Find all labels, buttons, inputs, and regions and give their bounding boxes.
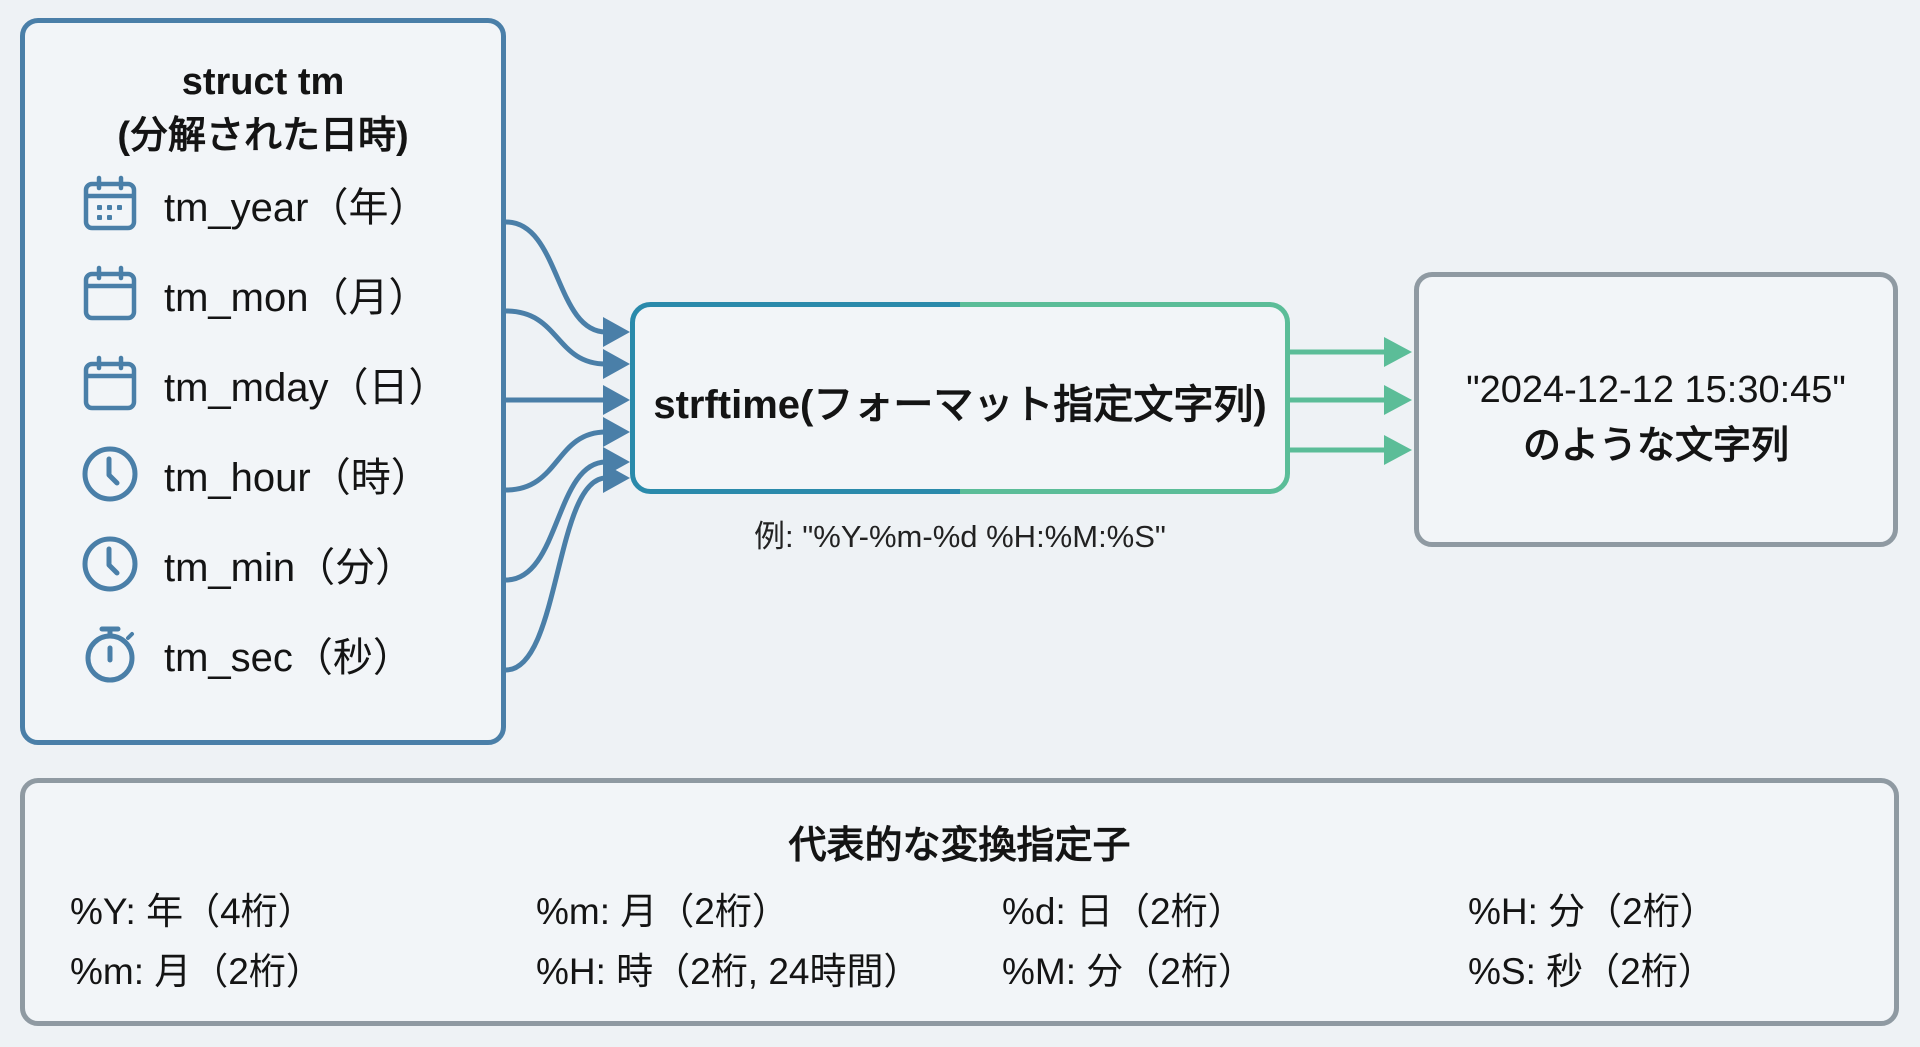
specifier-title: 代表的な変換指定子 [788, 825, 1131, 867]
struct-field: tm_sec（秒） [80, 624, 413, 684]
arrowhead-icon [603, 417, 630, 447]
struct-field-label: tm_min（分） [164, 546, 416, 590]
specifier-item: %m: 月（2桁） [536, 891, 789, 932]
struct-field-label: tm_mon（月） [164, 276, 429, 320]
struct-title-line2: (分解された日時) [117, 115, 409, 157]
input-connector [505, 475, 607, 673]
struct-field: tm_min（分） [80, 534, 415, 594]
struct-field-label: tm_mday（日） [164, 366, 449, 410]
arrowhead-icon [603, 385, 630, 415]
specifier-item: %m: 月（2桁） [70, 951, 323, 992]
input-connector [505, 219, 607, 335]
struct-tm-box: struct tm (分解された日時) tm_year（年） tm_mon（月）t… [20, 18, 506, 745]
struct-field-label: tm_sec（秒） [164, 636, 413, 680]
struct-title: struct tm (分解された日時) [25, 55, 501, 163]
calendar-grid-icon [80, 174, 140, 234]
clock-icon [80, 534, 140, 594]
result-caption: のような文字列 [1522, 425, 1789, 467]
struct-field: tm_mday（日） [80, 354, 449, 414]
arrowhead-icon [603, 317, 630, 347]
strftime-box [630, 302, 1290, 494]
arrowhead-icon [603, 349, 630, 379]
specifier-item: %M: 分（2桁） [1002, 951, 1255, 992]
struct-title-line1: struct tm [181, 61, 345, 103]
specifier-item: %H: 分（2桁） [1468, 891, 1717, 932]
result-example-string: "2024-12-12 15:30:45" [1466, 369, 1846, 411]
specifier-panel: 代表的な変換指定子 %Y: 年（4桁） %m: 月（2桁） %d: 日（2桁） %H:… [20, 778, 1899, 1026]
clock-icon [80, 444, 140, 504]
struct-field: tm_hour（時） [80, 444, 431, 504]
calendar-icon [80, 264, 140, 324]
specifier-item: %S: 秒（2桁） [1468, 951, 1715, 992]
specifier-item: %d: 日（2桁） [1002, 891, 1245, 932]
arrowhead-icon [1384, 435, 1412, 465]
format-example: 例: "%Y-%m-%d %H:%M:%S" [754, 519, 1166, 554]
stopwatch-icon [80, 624, 140, 684]
specifier-item: %H: 時（2桁, 24時間） [536, 951, 921, 992]
strftime-label: strftime(フォーマット指定文字列) [653, 383, 1267, 427]
struct-field-label: tm_year（年） [164, 186, 429, 230]
input-connector [505, 308, 607, 367]
struct-field-label: tm_hour（時） [164, 456, 431, 500]
arrowhead-icon [603, 447, 630, 477]
input-connector [505, 429, 607, 493]
input-connector [505, 459, 607, 583]
specifier-item: %Y: 年（4桁） [70, 891, 315, 932]
result-string-box: "2024-12-12 15:30:45" のような文字列 [1414, 272, 1898, 547]
arrowhead-icon [603, 463, 630, 493]
struct-field: tm_mon（月） [80, 264, 429, 324]
arrowhead-icon [1384, 385, 1412, 415]
calendar-icon [80, 354, 140, 414]
arrowhead-icon [1384, 337, 1412, 367]
struct-field: tm_year（年） [80, 174, 429, 234]
